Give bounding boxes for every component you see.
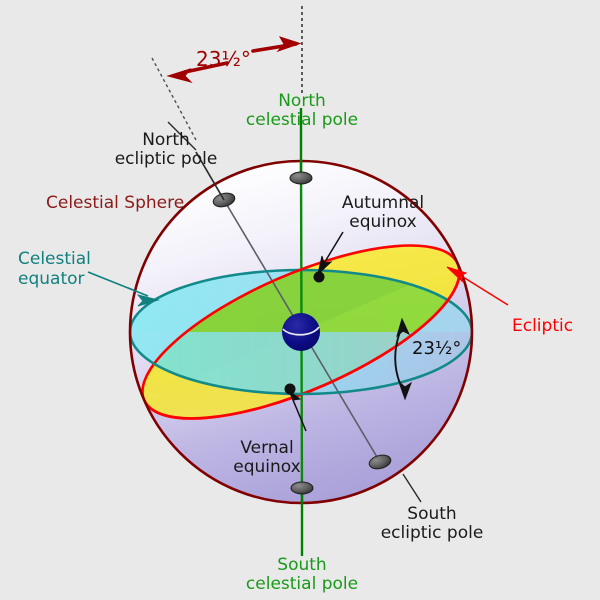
autumnal-equinox-leader <box>317 231 344 276</box>
ecliptic-leader <box>446 266 509 306</box>
south-celestial-pole-marker <box>290 481 314 495</box>
north-ecliptic-axis-stub <box>195 151 225 201</box>
ecliptic-label: Ecliptic <box>512 316 573 336</box>
south-ecliptic-pole-marker <box>368 454 392 470</box>
earth-globe <box>282 313 320 351</box>
vernal-equinox-leader <box>287 389 307 432</box>
celestial-equator-rim-front <box>130 332 472 396</box>
north-celestial-pole-label-line1: North <box>278 91 326 111</box>
inner-tilt-angle-annotation <box>394 317 413 401</box>
south-ecliptic-pole-leader <box>402 473 422 503</box>
vernal-equinox-point <box>284 383 296 395</box>
autumnal-equinox-point <box>313 271 325 283</box>
inner-tilt-label: 23½° <box>412 338 461 359</box>
autumnal-equinox-label-line1: Autumnal <box>342 193 424 213</box>
north-ecliptic-pole-label-line1: North <box>142 130 190 150</box>
north-celestial-pole-marker <box>289 171 313 185</box>
celestial-equator-label-line2: equator <box>18 269 85 289</box>
north-ecliptic-pole-leader <box>167 121 197 151</box>
vernal-equinox-label-line2: equinox <box>233 457 300 477</box>
celestial-sphere-label: Celestial Sphere <box>46 193 184 213</box>
vernal-equinox-label-line1: Vernal <box>240 438 293 458</box>
north-celestial-pole-label-line2: celestial pole <box>246 110 358 130</box>
celestial-equator-label-line1: Celestial <box>18 249 91 269</box>
south-celestial-pole-label-line2: celestial pole <box>246 574 358 594</box>
south-ecliptic-pole-label-line2: ecliptic pole <box>381 523 484 543</box>
autumnal-equinox-label-line2: equinox <box>349 212 416 232</box>
axial-tilt-label: 23½° <box>196 47 251 71</box>
axial-tilt-arrow <box>166 36 302 83</box>
celestial-equator-front-half <box>130 332 472 394</box>
celestial-equator-leader <box>87 271 160 307</box>
south-celestial-pole-label-line1: South <box>277 555 326 575</box>
north-ecliptic-pole-label-line2: ecliptic pole <box>115 149 218 169</box>
south-ecliptic-pole-label-line1: South <box>407 504 456 524</box>
